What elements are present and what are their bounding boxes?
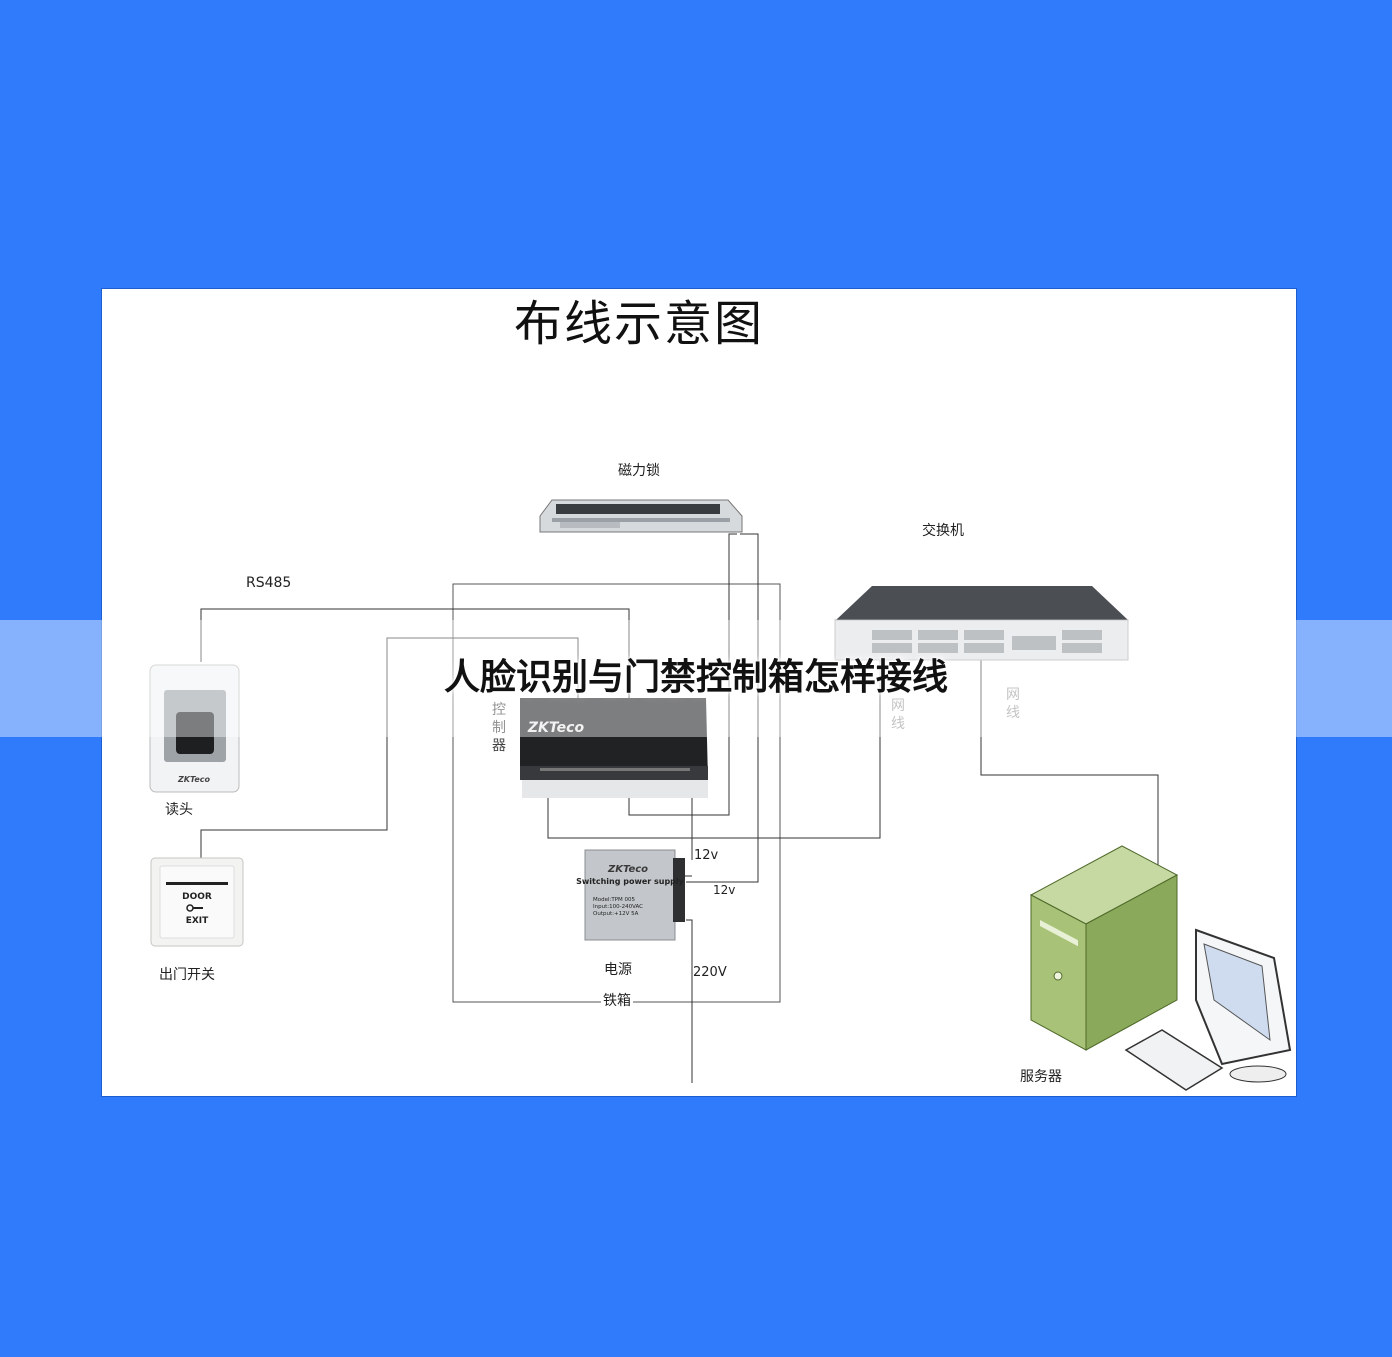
label-switch: 交换机: [922, 523, 964, 539]
switch-ports: [872, 630, 1102, 653]
label-magnetic-lock: 磁力锁: [618, 463, 660, 479]
monitor-device: [1195, 928, 1292, 1083]
exit-label: EXIT: [186, 916, 209, 926]
label-net-cable-1: 网线: [891, 698, 905, 732]
label-rs485: RS485: [246, 575, 292, 591]
diagram-title: 布线示意图: [514, 296, 765, 352]
card-reader-device: ZKTeco: [149, 664, 240, 793]
keyboard-device: [1124, 1029, 1224, 1091]
network-switch-device: [834, 586, 1129, 661]
controller-brand-mark: ZKTeco: [527, 720, 585, 736]
label-iron-box: 铁箱: [601, 993, 633, 1009]
reader-brand-mark: ZKTeco: [177, 775, 211, 784]
page-title: 人脸识别与门禁控制箱怎样接线: [443, 657, 948, 698]
label-controller: 控制器: [492, 702, 506, 754]
title-banner: [0, 620, 1392, 737]
power-brand-mark: ZKTeco: [607, 864, 648, 875]
label-12v-a: 12v: [694, 848, 719, 863]
power-output: Output:+12V 5A: [593, 911, 639, 917]
label-220v: 220V: [693, 965, 727, 980]
power-supply-device: ZKTeco Switching power supply Model:TPM …: [576, 849, 685, 941]
controller-device: ZKTeco: [520, 698, 708, 798]
door-label: DOOR: [182, 892, 212, 902]
server-device: [1029, 845, 1179, 1051]
power-heading: Switching power supply: [576, 877, 685, 886]
wire-lock-to-controller: [628, 533, 737, 816]
label-12v-b: 12v: [713, 883, 736, 897]
wire-switch-server: [980, 660, 1159, 870]
wire-exit-button: [200, 637, 579, 858]
power-model: Model:TPM 005: [593, 897, 636, 903]
wire-lock-12v: [686, 533, 759, 883]
label-exit-button: 出门开关: [159, 967, 215, 983]
label-server: 服务器: [1020, 1069, 1062, 1085]
label-power-supply: 电源: [604, 962, 632, 978]
wire-rs485: [200, 608, 630, 700]
label-reader: 读头: [165, 802, 193, 818]
wire-220v: [686, 919, 693, 1083]
wires: [200, 533, 1159, 1083]
wire-controller-switch: [547, 660, 881, 839]
label-net-cable-2: 网线: [1006, 687, 1020, 721]
magnetic-lock-device: [539, 499, 743, 533]
power-input: Input:100-240VAC: [593, 904, 643, 910]
exit-button-device: DOOR EXIT: [150, 857, 244, 947]
